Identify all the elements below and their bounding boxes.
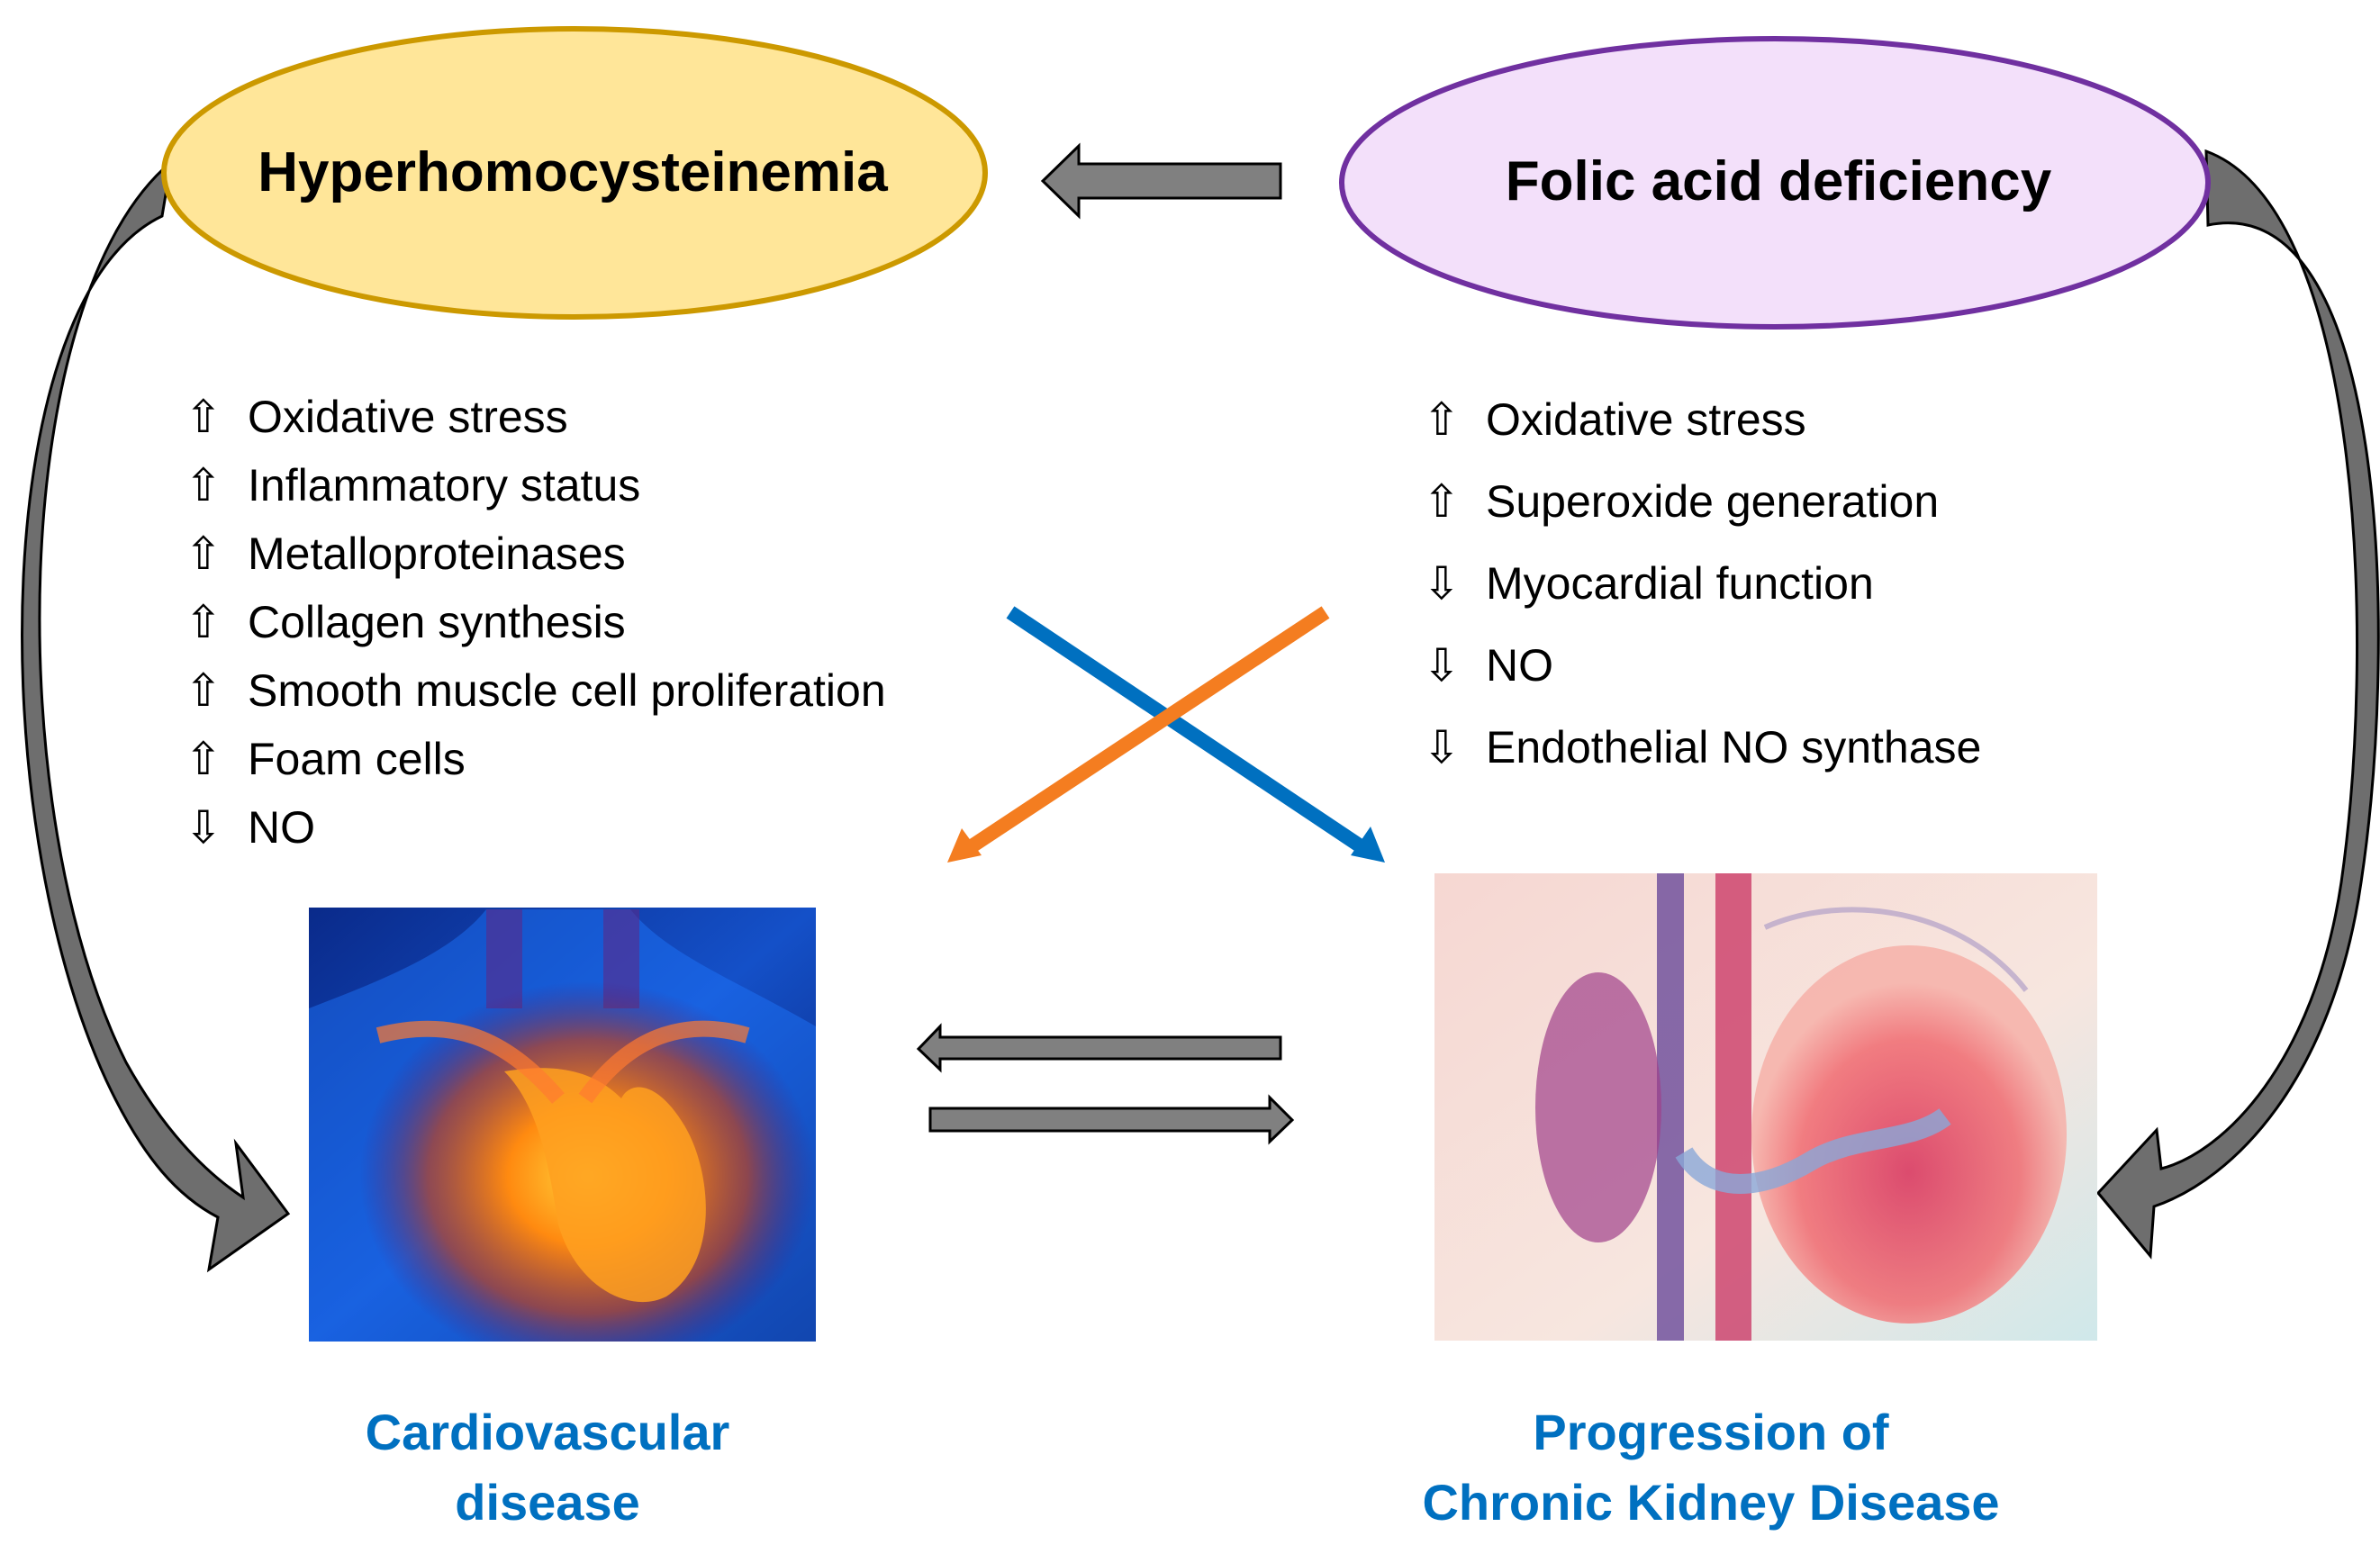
heart-illustration [309, 908, 816, 1342]
kidney-illustration [1434, 873, 2097, 1341]
curved-arrow-right [2096, 149, 2380, 1260]
list-item: ⇩ Myocardial function [1423, 542, 1981, 624]
increase-arrow-icon: ⇧ [1423, 393, 1461, 446]
hhcy-effects-list: ⇧ Oxidative stress ⇧ Inflammatory status ⇧… [185, 383, 886, 862]
list-item: ⇧ Superoxide generation [1423, 460, 1981, 542]
list-item: ⇩ Endothelial NO synthase [1423, 706, 1981, 788]
list-item: ⇧ Oxidative stress [1423, 378, 1981, 460]
outcome-cardiovascular-label: Cardiovascular disease [322, 1397, 773, 1538]
increase-arrow-icon: ⇧ [185, 459, 222, 511]
effect-text: Inflammatory status [248, 460, 641, 510]
arrow-folic-to-hhcy [1040, 142, 1282, 220]
increase-arrow-icon: ⇧ [1423, 474, 1461, 528]
effect-text: NO [248, 802, 315, 853]
outcome-ckd-label: Progression of Chronic Kidney Disease [1351, 1397, 2071, 1538]
effect-text: Superoxide generation [1486, 475, 1940, 527]
effect-text: Oxidative stress [248, 392, 568, 442]
increase-arrow-icon: ⇧ [185, 733, 222, 785]
effect-text: Smooth muscle cell proliferation [248, 665, 886, 716]
effect-text: Metalloproteinases [248, 529, 626, 579]
arrow-ckd-to-cvd [916, 1023, 1282, 1073]
arrow-cvd-to-ckd [928, 1094, 1295, 1145]
node-folic-acid-deficiency [1339, 36, 2211, 330]
outcome-ckd-line1: Progression of [1533, 1404, 1889, 1460]
list-item: ⇧ Inflammatory status [185, 451, 886, 520]
node-folic-acid-deficiency-label: Folic acid deficiency [1506, 150, 2052, 212]
increase-arrow-icon: ⇧ [185, 596, 222, 648]
effect-text: Collagen synthesis [248, 597, 626, 647]
decrease-arrow-icon: ⇩ [1423, 556, 1461, 610]
node-hyperhomocysteinemia-label: Hyperhomocysteinemia [258, 141, 888, 203]
effect-text: Foam cells [248, 734, 466, 784]
list-item: ⇧ Metalloproteinases [185, 520, 886, 588]
folate-effects-list: ⇧ Oxidative stress ⇧ Superoxide generation… [1423, 378, 1981, 788]
decrease-arrow-icon: ⇩ [1423, 720, 1461, 773]
list-item: ⇧ Smooth muscle cell proliferation [185, 656, 886, 725]
list-item: ⇩ NO [1423, 624, 1981, 706]
cross-arrow-orange [947, 606, 1330, 863]
list-item: ⇧ Foam cells [185, 725, 886, 793]
effect-text: NO [1486, 639, 1553, 691]
outcome-cardiovascular-line1: Cardiovascular [365, 1404, 730, 1460]
decrease-arrow-icon: ⇩ [1423, 638, 1461, 691]
list-item: ⇩ NO [185, 793, 886, 862]
increase-arrow-icon: ⇧ [185, 391, 222, 443]
list-item: ⇧ Oxidative stress [185, 383, 886, 451]
outcome-ckd-line2: Chronic Kidney Disease [1422, 1474, 2000, 1531]
outcome-cardiovascular-line2: disease [455, 1474, 640, 1531]
list-item: ⇧ Collagen synthesis [185, 588, 886, 656]
cross-arrow-blue [1006, 606, 1385, 863]
increase-arrow-icon: ⇧ [185, 528, 222, 580]
effect-text: Myocardial function [1486, 557, 1874, 609]
effect-text: Endothelial NO synthase [1486, 721, 1982, 772]
effect-text: Oxidative stress [1486, 393, 1806, 445]
increase-arrow-icon: ⇧ [185, 664, 222, 717]
curved-arrow-left [21, 158, 291, 1273]
decrease-arrow-icon: ⇩ [185, 801, 222, 854]
node-hyperhomocysteinemia [161, 26, 988, 320]
